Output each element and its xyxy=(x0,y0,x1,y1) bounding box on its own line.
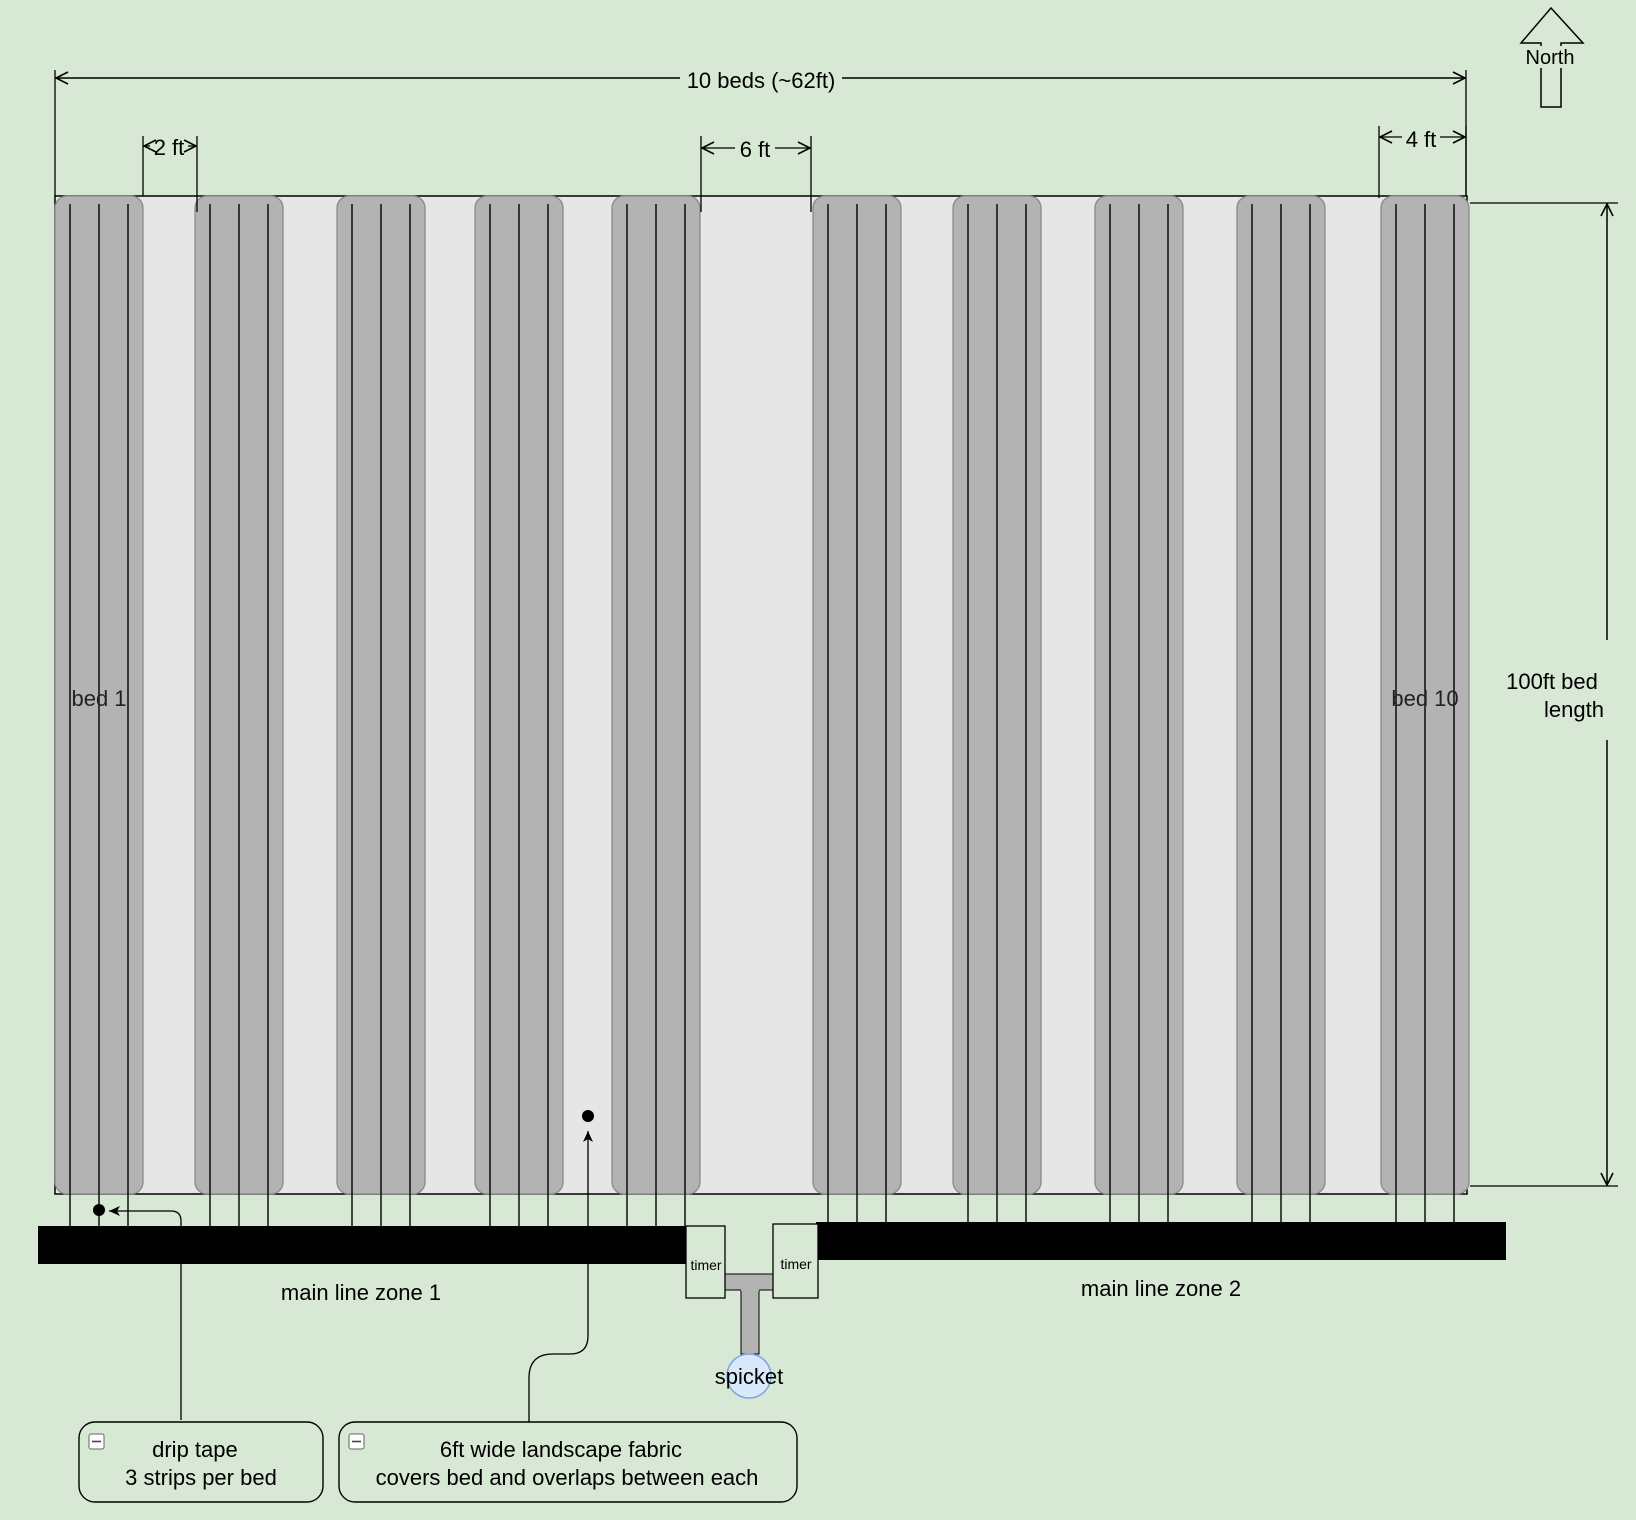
bed-1[interactable]: bed 1 xyxy=(54,195,144,1195)
timer-left-label: timer xyxy=(690,1257,721,1273)
zone-1-label: main line zone 1 xyxy=(281,1280,441,1305)
dimension-total-width-label: 10 beds (~62ft) xyxy=(687,68,836,93)
beds-group: bed 1 bed 10 xyxy=(54,195,1470,1195)
drip-tape-note-text: drip tape 3 strips per bed xyxy=(125,1437,277,1490)
drip-tape-point xyxy=(93,1204,105,1216)
drip-tape-callout-arrow xyxy=(109,1206,182,1222)
bed-10-label: bed 10 xyxy=(1391,686,1458,711)
bed-10[interactable]: bed 10 xyxy=(1380,195,1470,1195)
fabric-note-text: 6ft wide landscape fabric covers bed and… xyxy=(376,1437,759,1490)
bed-7[interactable] xyxy=(952,195,1042,1195)
dimension-bed-label: 4 ft xyxy=(1406,127,1437,152)
fabric-callout-line xyxy=(528,1131,593,1422)
drip-connectors xyxy=(69,1194,1455,1226)
zone-2-label: main line zone 2 xyxy=(1081,1276,1241,1301)
bed-4[interactable] xyxy=(474,195,564,1195)
fabric-point xyxy=(582,1110,594,1122)
minus-box-icon[interactable] xyxy=(88,1433,105,1450)
tee-pipe-horizontal xyxy=(723,1273,775,1291)
spigot-icon[interactable] xyxy=(726,1353,772,1399)
north-label: North xyxy=(1526,47,1575,69)
bed-2[interactable] xyxy=(194,195,284,1195)
timer-right[interactable] xyxy=(772,1223,819,1299)
bed-3[interactable] xyxy=(336,195,426,1195)
drip-tape-note[interactable]: drip tape 3 strips per bed xyxy=(78,1421,324,1503)
bed-1-label: bed 1 xyxy=(71,686,126,711)
minus-box-icon[interactable] xyxy=(348,1433,365,1450)
dimension-gap-label: 2 ft xyxy=(154,135,185,160)
spigot-label: spicket xyxy=(715,1364,783,1389)
dimension-path-label: 6 ft xyxy=(740,137,771,162)
timer-left[interactable] xyxy=(685,1225,726,1299)
dimension-length-label: 100ft bed length xyxy=(1506,669,1604,722)
bed-5[interactable] xyxy=(611,195,701,1195)
tee-pipe-vertical xyxy=(740,1289,760,1355)
fabric-note[interactable]: 6ft wide landscape fabric covers bed and… xyxy=(338,1421,798,1503)
bed-8[interactable] xyxy=(1094,195,1184,1195)
bed-6[interactable] xyxy=(812,195,902,1195)
timer-right-label: timer xyxy=(780,1256,811,1272)
bed-9[interactable] xyxy=(1236,195,1326,1195)
main-line-zone-2[interactable] xyxy=(816,1222,1506,1260)
field-area xyxy=(54,195,1468,1195)
main-line-zone-1[interactable] xyxy=(38,1226,686,1264)
north-arrow-icon: North xyxy=(1519,6,1585,108)
